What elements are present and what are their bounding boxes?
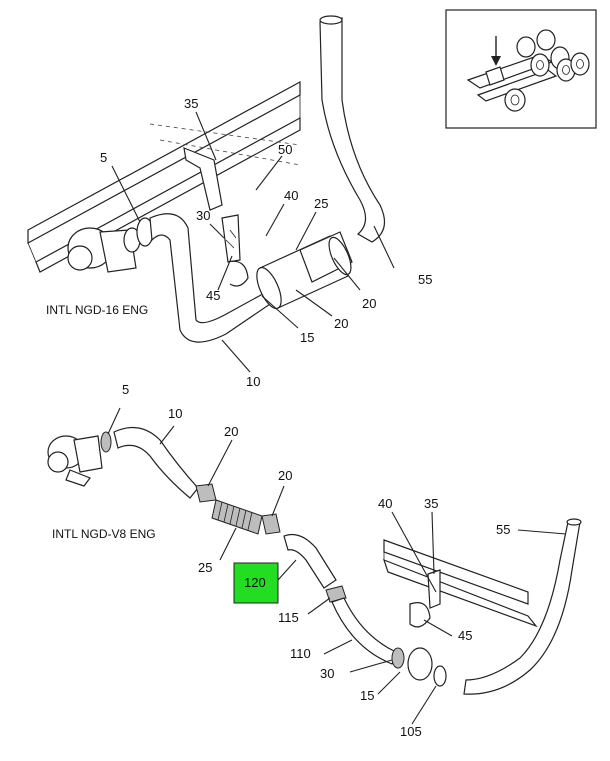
- callouts-upper: 35 5 50 40 30 25 45 55 20 20 15 10: [100, 96, 432, 389]
- callout-20a-lower: 20: [224, 424, 238, 439]
- callout-55-lower: 55: [496, 522, 510, 537]
- leaders-lower: [107, 407, 567, 725]
- callout-5-upper: 5: [100, 150, 107, 165]
- callout-10-upper: 10: [246, 374, 260, 389]
- callout-15-upper: 15: [300, 330, 314, 345]
- exhaust-stack-lower: [463, 521, 581, 695]
- leaders-upper: [111, 111, 395, 373]
- clamp-45-upper: [227, 260, 249, 287]
- caption-upper: INTL NGD-16 ENG: [46, 303, 148, 317]
- callout-35-lower: 35: [424, 496, 438, 511]
- callout-40-upper: 40: [284, 188, 298, 203]
- callout-20a-upper: 20: [362, 296, 376, 311]
- bracket-35: [183, 147, 223, 211]
- callout-20b-upper: 20: [334, 316, 348, 331]
- lower-assembly: [47, 426, 582, 695]
- callout-110-lower: 110: [290, 646, 311, 661]
- clamp-20b-lower: [261, 513, 281, 535]
- callout-40-lower: 40: [378, 496, 392, 511]
- pipe-120-lower: [283, 533, 337, 589]
- callout-30-lower: 30: [320, 666, 334, 681]
- clamp-5-lower: [100, 431, 112, 453]
- truck-chassis-locator-icon: [466, 29, 590, 112]
- clamp-115-lower: [325, 585, 347, 603]
- callout-25-lower: 25: [198, 560, 212, 575]
- callout-25-upper: 25: [314, 196, 328, 211]
- callout-20b-lower: 20: [278, 468, 292, 483]
- caption-lower: INTL NGD-V8 ENG: [52, 527, 156, 541]
- callout-5-lower: 5: [122, 382, 129, 397]
- clamp-20a-lower: [195, 483, 217, 503]
- callout-120-lower: 120: [244, 575, 266, 590]
- callout-105-lower: 105: [400, 724, 422, 739]
- clamp-30-lower: [391, 647, 405, 669]
- upper-assembly: [27, 15, 386, 343]
- callout-45-lower: 45: [458, 628, 472, 643]
- callouts-lower: 5 10 20 20 25 120 40 35 55 115 45 110 30…: [122, 382, 510, 739]
- callout-115-lower: 115: [278, 610, 299, 625]
- frame-rail-lower: [383, 539, 538, 628]
- turbocharger-lower: [47, 435, 103, 487]
- callout-15-lower: 15: [360, 688, 374, 703]
- mount-30-upper: [221, 214, 241, 263]
- flex-pipe-25-lower: [211, 499, 263, 535]
- flex-pipe-20-upper: [256, 231, 353, 310]
- callout-10-lower: 10: [168, 406, 182, 421]
- clamp-45-lower: [409, 602, 431, 628]
- exhaust-pipe-10-lower: [113, 426, 199, 499]
- callout-30-upper: 30: [196, 208, 210, 223]
- callout-55-upper: 55: [418, 272, 432, 287]
- callout-45-upper: 45: [206, 288, 220, 303]
- locator-inset: [445, 9, 597, 129]
- highlight-120-box[interactable]: [233, 562, 279, 604]
- exhaust-stack-upper: [319, 15, 386, 243]
- turbocharger-upper: [67, 227, 141, 273]
- callout-50-upper: 50: [278, 142, 292, 157]
- pipe-110-lower: [331, 597, 397, 665]
- coupler-105-lower: [407, 647, 447, 687]
- callout-35-upper: 35: [184, 96, 198, 111]
